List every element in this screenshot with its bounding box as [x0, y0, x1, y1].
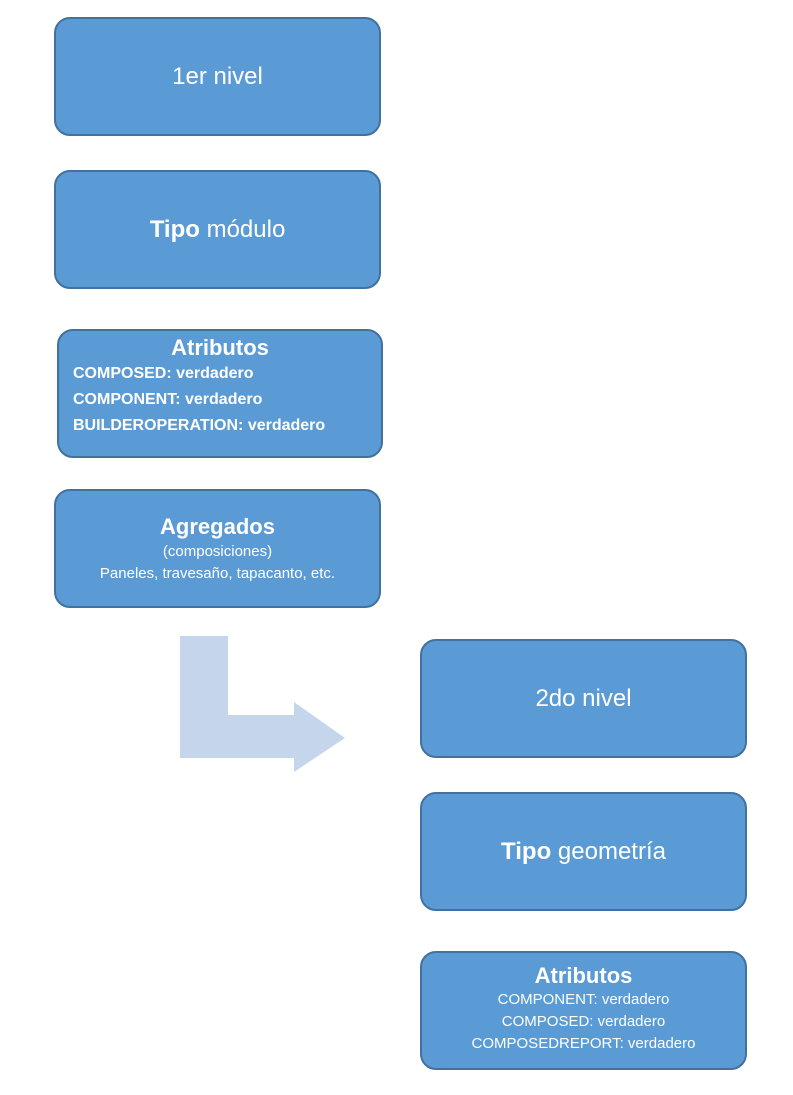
level2-type-bold: Tipo [501, 837, 552, 865]
level2-type-box: Tipo geometría [420, 792, 747, 911]
level2-attributes-list: COMPONENT: verdadero COMPOSED: verdadero… [472, 989, 696, 1055]
bent-arrow-shape [180, 636, 345, 772]
level2-attributes-title: Atributos [534, 963, 633, 988]
level1-aggregates-title: Agregados [160, 513, 275, 539]
level1-attribute-item: COMPOSED: verdadero [73, 365, 254, 382]
level1-title: 1er nivel [172, 62, 263, 90]
level2-title-box: 2do nivel [420, 639, 747, 758]
level1-attributes-title: Atributos [171, 335, 269, 360]
level1-attribute-item: BUILDEROPERATION: verdadero [73, 417, 326, 434]
level1-aggregates-box: Agregados (composiciones) Paneles, trave… [54, 489, 381, 608]
level2-attribute-item: COMPOSED: verdadero [501, 1013, 666, 1030]
level1-aggregates-subtitle: (composiciones) [162, 542, 273, 560]
level1-attributes-box: Atributos COMPOSED: verdadero COMPONENT:… [57, 329, 383, 458]
level2-title: 2do nivel [535, 684, 632, 712]
level1-type-box: Tipo módulo [54, 170, 381, 289]
level1-attribute-item: COMPONENT: verdadero [73, 391, 263, 408]
level1-type-rest: módulo [199, 215, 286, 243]
level1-aggregates-detail: Paneles, travesaño, tapacanto, etc. [99, 564, 336, 582]
level1-title-box: 1er nivel [54, 17, 381, 136]
level1-type-bold: Tipo [149, 215, 200, 243]
level2-attribute-item: COMPOSEDREPORT: verdadero [471, 1035, 696, 1052]
level2-type-rest: geometría [551, 837, 666, 865]
level1-type-text: Tipo módulo [150, 216, 286, 244]
bent-arrow-icon [180, 636, 345, 772]
level2-attribute-item: COMPONENT: verdadero [497, 991, 670, 1008]
level2-type-text: Tipo geometría [501, 838, 666, 866]
level2-attributes-box: Atributos COMPONENT: verdadero COMPOSED:… [420, 951, 747, 1070]
level1-attributes-list: COMPOSED: verdadero COMPONENT: verdadero… [59, 361, 381, 439]
